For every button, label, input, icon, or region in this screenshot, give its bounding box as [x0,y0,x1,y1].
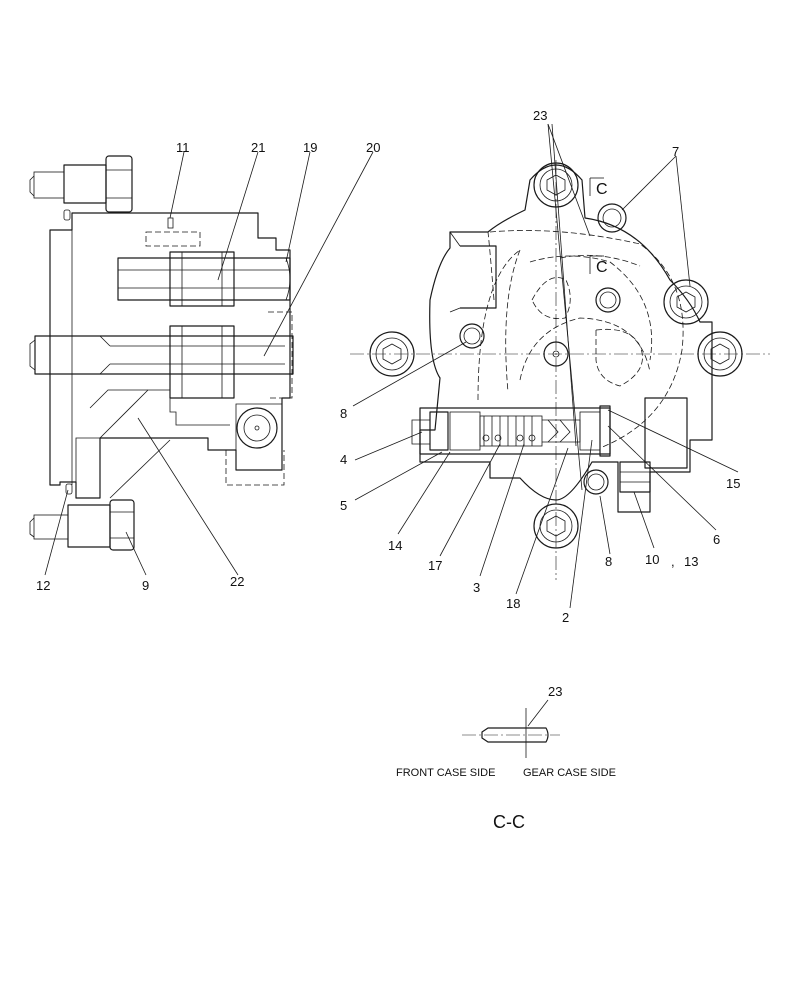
callout-4: 4 [340,452,347,467]
callout-5: 5 [340,498,347,513]
detail-c-c [462,699,560,758]
front-view [350,160,770,580]
callout-22: 22 [230,574,244,589]
callout-20: 20 [366,140,380,155]
gear-case-side-label: GEAR CASE SIDE [523,767,616,779]
housing-front-outline [419,164,713,513]
callout-14: 14 [388,538,402,553]
callout-8-bottom: 8 [605,554,612,569]
callout-comma: , [671,554,675,569]
callout-12: 12 [36,578,50,593]
side-view [29,155,294,551]
plug-bottom-right [619,461,651,493]
callout-19: 19 [303,140,317,155]
callout-2: 2 [562,610,569,625]
callout-23: 23 [533,108,547,123]
bolt-head-upper-right [663,279,709,325]
front-case-side-label: FRONT CASE SIDE [396,767,495,779]
gear-block [169,251,235,399]
bolt-head-left [369,331,415,377]
dowel-pin [481,727,549,743]
callout-21: 21 [251,140,265,155]
section-marker-mid [589,255,604,274]
housing-side-outline [49,212,291,499]
callout-7: 7 [672,144,679,159]
callout-13: 13 [684,554,698,569]
shaft-short [117,257,291,301]
bolt-head-right [697,331,743,377]
callout-23-detail: 23 [548,684,562,699]
section-mark-top: C [596,181,608,198]
callout-18: 18 [506,596,520,611]
callout-10: 10 [645,552,659,567]
boss-side [225,407,285,486]
callout-15: 15 [726,476,740,491]
section-marker-top [589,177,604,196]
relief-valve-assembly [411,405,611,457]
shaft-long [29,311,294,399]
callout-17: 17 [428,558,442,573]
callout-6: 6 [713,532,720,547]
callout-3: 3 [473,580,480,595]
leaders-side [44,151,374,576]
bolt-top [29,155,133,213]
section-title: C-C [493,812,525,832]
section-mark-mid: C [596,259,608,276]
callout-11: 11 [176,140,190,155]
bolt-bottom [29,499,135,551]
leaders-front [352,123,739,609]
callout-8-left: 8 [340,406,347,421]
pin-hidden [145,231,201,247]
callout-9: 9 [142,578,149,593]
